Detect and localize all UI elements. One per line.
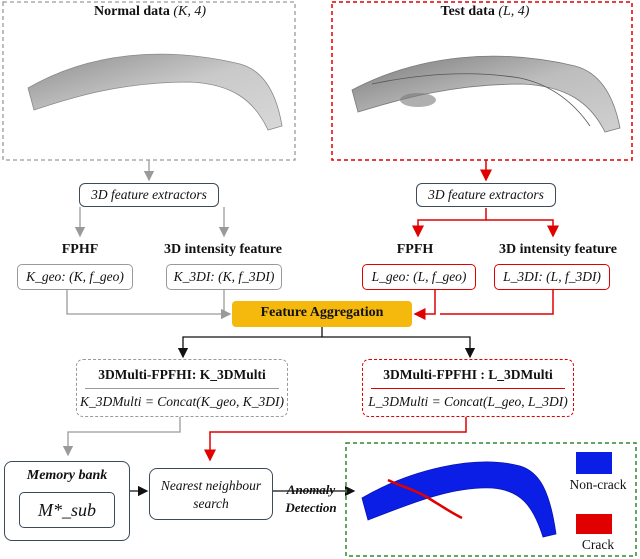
result-frame <box>345 442 637 557</box>
memory-bank-box: Memory bank M*_sub <box>4 461 130 541</box>
right-intensity-title: 3D intensity feature <box>499 242 617 257</box>
right-fpfh-title: FPFH <box>396 242 434 257</box>
left-intensity-formula: K_3DI: (K, f_3DI) <box>173 269 275 284</box>
right-extractor-label: 3D feature extractors <box>428 187 544 202</box>
left-extractor-box: 3D feature extractors <box>79 183 219 207</box>
right-multi-box: 3DMulti-FPFHI : L_3DMulti L_3DMulti = Co… <box>362 359 574 417</box>
left-extractor-label: 3D feature extractors <box>91 187 207 202</box>
test-data-frame <box>331 1 633 161</box>
test-data-title: Test data (L, 4) <box>440 4 530 19</box>
memory-subset-box: M*_sub <box>19 492 115 528</box>
test-point-cloud <box>351 55 621 133</box>
anomaly-line2: Detection <box>285 500 337 515</box>
memory-bank-title: Memory bank <box>26 468 108 483</box>
nn-search-line2: search <box>193 496 229 511</box>
noncrack-label: Non-crack <box>569 477 627 492</box>
nn-search-line1: Nearest neighbour <box>160 478 262 493</box>
right-fpfh-box: L_geo: (L, f_geo) <box>362 264 476 290</box>
test-crack-line <box>371 73 591 127</box>
memory-subset-symbol: M*_sub <box>38 500 96 520</box>
left-intensity-box: K_3DI: (K, f_3DI) <box>166 264 282 290</box>
feature-aggregation-label: Feature Aggregation <box>260 305 384 320</box>
left-fpfh-box: K_geo: (K, f_geo) <box>17 264 133 290</box>
left-fpfh-formula: K_geo: (K, f_geo) <box>26 269 124 284</box>
detected-crack <box>387 478 463 520</box>
crack-swatch <box>576 514 612 534</box>
left-intensity-title: 3D intensity feature <box>164 242 282 257</box>
nn-search-box: Nearest neighbour search <box>149 468 273 520</box>
result-point-cloud <box>361 461 557 538</box>
right-fpfh-formula: L_geo: (L, f_geo) <box>371 269 467 284</box>
normal-data-title: Normal data (K, 4) <box>94 4 206 19</box>
right-intensity-box: L_3DI: (L, f_3DI) <box>494 264 610 290</box>
right-intensity-formula: L_3DI: (L, f_3DI) <box>503 269 601 284</box>
left-fpfh-title: FPHF <box>61 242 99 257</box>
left-multi-title: 3DMulti-FPFHI: K_3DMulti <box>98 367 266 382</box>
crack-label: Crack <box>581 537 615 552</box>
left-multi-formula: K_3DMulti = Concat(K_geo, K_3DI) <box>79 394 285 409</box>
feature-aggregation-box: Feature Aggregation <box>232 301 412 327</box>
right-multi-title: 3DMulti-FPFHI : L_3DMulti <box>383 367 553 382</box>
test-stain <box>400 93 436 107</box>
anomaly-line1: Anomaly <box>286 482 336 497</box>
left-multi-box: 3DMulti-FPFHI: K_3DMulti K_3DMulti = Con… <box>76 359 288 417</box>
right-multi-formula: L_3DMulti = Concat(L_geo, L_3DI) <box>368 394 568 409</box>
noncrack-swatch <box>576 452 612 474</box>
normal-point-cloud <box>27 53 283 131</box>
right-extractor-box: 3D feature extractors <box>416 183 556 207</box>
